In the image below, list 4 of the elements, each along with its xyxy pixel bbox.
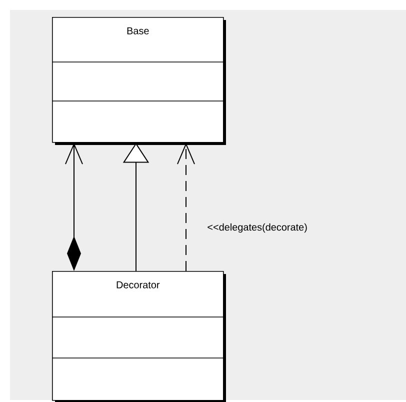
class-box: Base xyxy=(52,17,226,145)
arrow xyxy=(177,142,195,272)
class-box: Decorator xyxy=(52,271,226,402)
edge-label: <<delegates(decorate) xyxy=(206,222,308,234)
